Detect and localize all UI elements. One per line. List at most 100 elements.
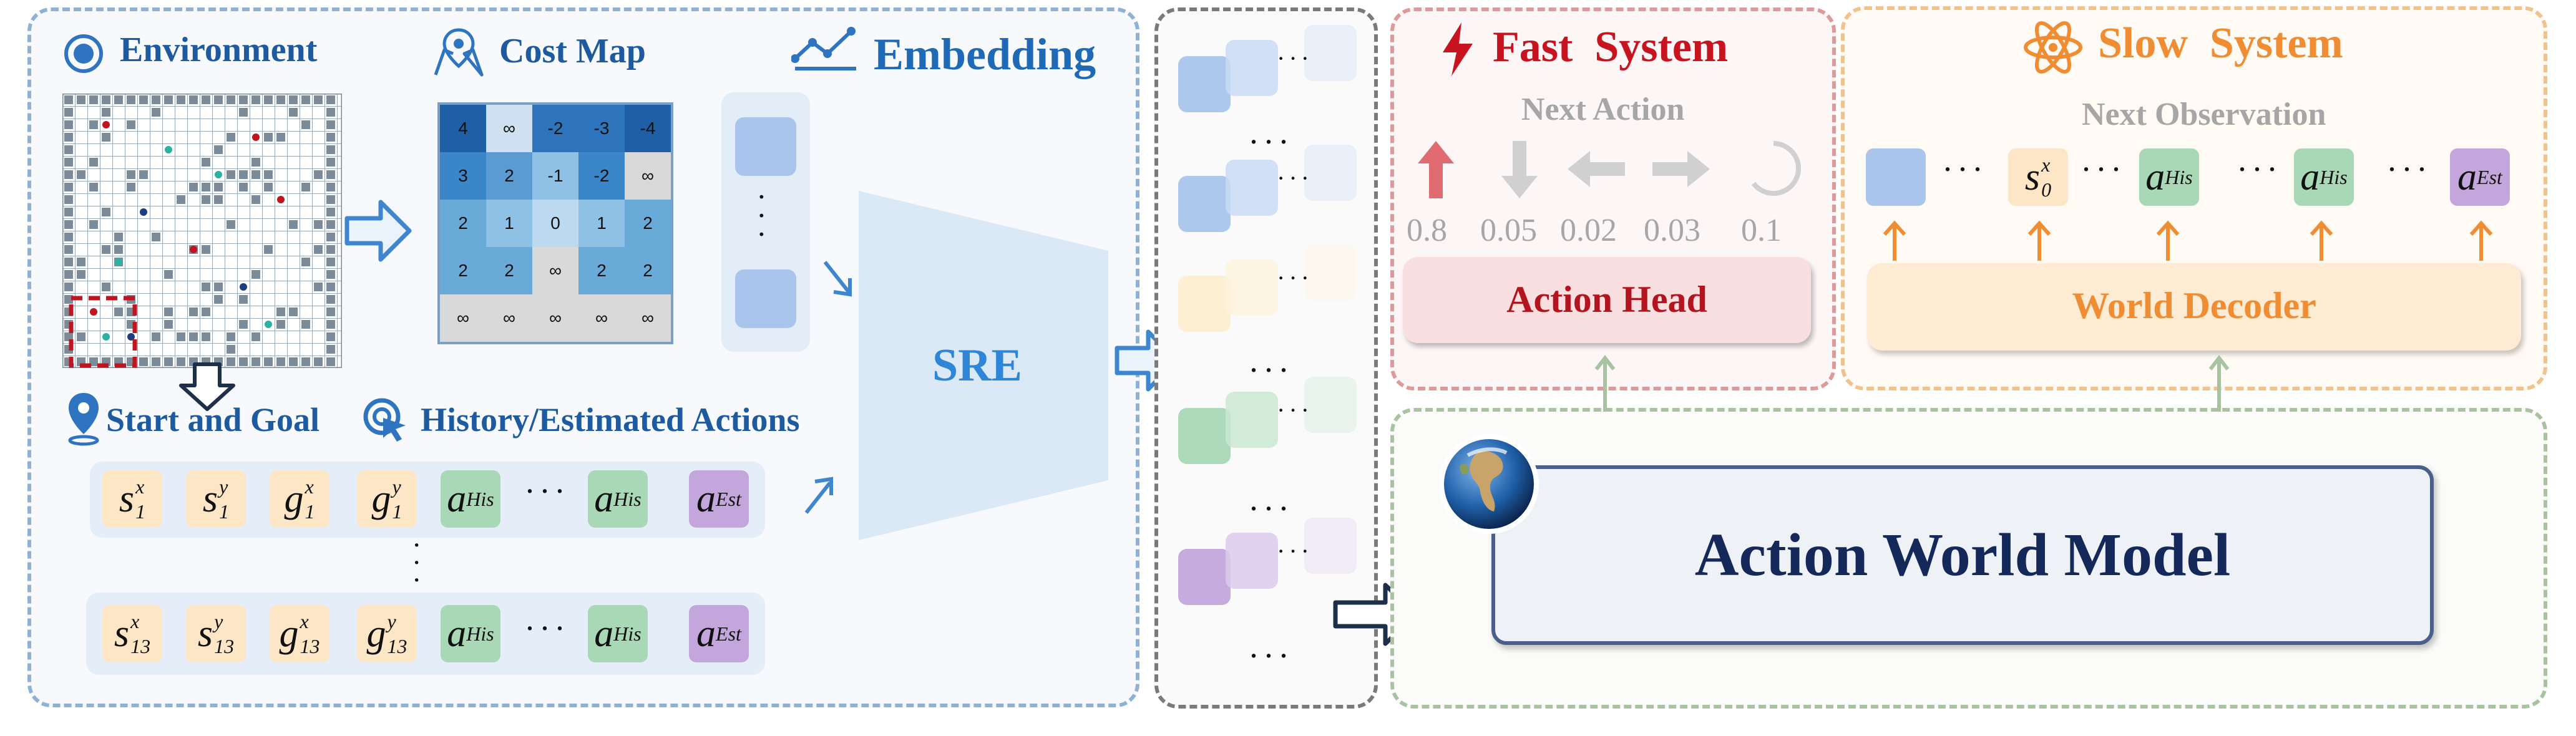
action-probability: 0.03 <box>1644 213 1700 248</box>
cost-map-cell: 2 <box>440 247 486 294</box>
stack-inline-ellipsis: ··· <box>1277 44 1313 72</box>
cost-map-cell: ∞ <box>625 294 671 342</box>
cost-map-cell: 2 <box>440 200 486 247</box>
arrow-embedding-to-sre <box>823 261 852 297</box>
stacked-embedding-token <box>1304 245 1357 301</box>
cost-map-cell: ∞ <box>532 294 578 342</box>
stacked-embedding-token <box>1304 145 1357 201</box>
awm-to-head-arrows <box>1595 355 2230 412</box>
atom-icon <box>2024 21 2082 74</box>
stacked-embedding-token <box>1226 259 1278 316</box>
obs-ellipsis-1: ··· <box>1942 150 1987 188</box>
cost-map-cell: -4 <box>625 105 671 152</box>
grid-environment <box>62 94 342 368</box>
obs-ellipsis-2: ··· <box>2081 150 2125 188</box>
stack-inline-ellipsis: ··· <box>1277 396 1313 424</box>
stacked-embedding-token <box>1226 160 1278 216</box>
history-cursor-icon <box>363 398 406 442</box>
decoder-output-arrows <box>1883 220 2493 261</box>
up-arrow-icon <box>1418 141 1454 198</box>
action-probability: 0.8 <box>1407 213 1447 248</box>
cost-map-title: Cost Map <box>499 32 646 70</box>
cost-map-cell: 2 <box>625 200 671 247</box>
cost-map-cell: 1 <box>578 200 625 247</box>
stacked-embedding-token <box>1178 408 1231 464</box>
cost-map-cell: ∞ <box>486 294 532 342</box>
obs-ellipsis-4: ··· <box>2386 150 2431 188</box>
cost-map-cell: 1 <box>486 200 532 247</box>
stay-circle-icon <box>1751 141 1801 196</box>
token-row-13-ellipsis: ··· <box>524 609 569 647</box>
stacked-embedding-token <box>1304 377 1357 433</box>
action-probability: 0.1 <box>1741 213 1782 248</box>
cost-map-cell: -2 <box>578 152 625 200</box>
slow-system-title: Slow System <box>2098 19 2343 67</box>
stacked-embedding-token <box>1178 549 1231 605</box>
cost-map-cell: 0 <box>532 200 578 247</box>
cost-map-cell: ∞ <box>532 247 578 294</box>
down-arrow-icon <box>1501 141 1538 198</box>
stacked-embedding-token <box>1226 40 1278 96</box>
action-world-model-label: Action World Model <box>1694 521 2231 589</box>
left-arrow-icon <box>1568 151 1625 187</box>
map-pin-icon <box>434 28 484 77</box>
next-observation-label: Next Observation <box>2082 97 2326 132</box>
stacked-embedding-token <box>1178 276 1231 332</box>
cost-map-cell: -2 <box>532 105 578 152</box>
stacked-embedding-token <box>1178 56 1231 112</box>
start-goal-title: Start and Goal <box>106 401 320 438</box>
action-head-label: Action Head <box>1506 279 1707 320</box>
environment-title: Environment <box>120 31 318 69</box>
cost-map-cell: 2 <box>625 247 671 294</box>
next-action-label: Next Action <box>1521 92 1685 127</box>
cost-map-cell: ∞ <box>578 294 625 342</box>
stacked-embedding-token <box>1226 533 1278 589</box>
stack-row-ellipsis: ··· <box>1248 637 1293 674</box>
fast-system-title: Fast System <box>1493 23 1729 71</box>
stacked-embedding-token <box>1304 25 1357 81</box>
stack-row-ellipsis: ··· <box>1248 490 1293 527</box>
stacked-embedding-token <box>1178 176 1231 232</box>
embedding-title: Embedding <box>874 29 1096 79</box>
cost-map-cell: ∞ <box>625 152 671 200</box>
rows-vertical-dots: ··· <box>412 529 426 596</box>
action-probability: 0.02 <box>1560 213 1617 248</box>
history-title: History/Estimated Actions <box>421 401 800 438</box>
stacked-embedding-token <box>1304 518 1357 574</box>
globe-target-icon <box>64 34 103 73</box>
cost-map-cell: 3 <box>440 152 486 200</box>
embedding-token-top <box>735 117 796 176</box>
cost-map-cell: 2 <box>486 152 532 200</box>
right-arrow-icon <box>1652 151 1710 187</box>
obs-ellipsis-3: ··· <box>2237 150 2281 188</box>
sre-label: SRE <box>932 340 1022 391</box>
cost-map-cell: 2 <box>486 247 532 294</box>
earth-globe-icon <box>1439 434 1539 534</box>
arrow-tokens-to-sre <box>804 477 833 514</box>
right-arrow-to-costmap <box>344 200 412 262</box>
action-world-model-box <box>1491 465 2434 645</box>
stack-inline-ellipsis: ··· <box>1277 164 1313 192</box>
embedding-token-bottom <box>735 269 796 328</box>
stack-inline-ellipsis: ··· <box>1277 537 1313 565</box>
world-decoder-label: World Decoder <box>2072 285 2316 326</box>
cost-map-cell: ∞ <box>440 294 486 342</box>
cost-map-cell: 2 <box>578 247 625 294</box>
sre-encoder-shape <box>859 191 1108 540</box>
